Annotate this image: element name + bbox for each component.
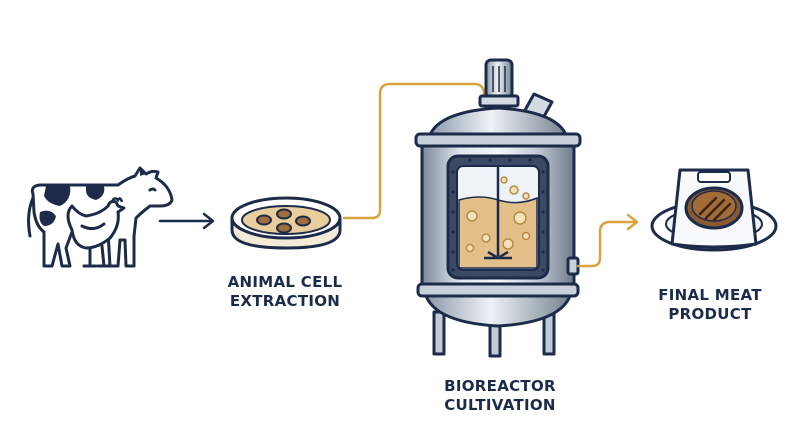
transfer-pipe-in (342, 82, 486, 220)
stage-label-line: CULTIVATION (444, 396, 556, 414)
arrow-to-extraction (158, 212, 215, 230)
cow-spots (39, 168, 146, 226)
stage-label-line: ANIMAL CELL (227, 273, 343, 291)
bioreactor-rivets (451, 158, 545, 272)
stage-label-bioreactor: BIOREACTOR CULTIVATION (405, 377, 595, 415)
chicken-comb (110, 197, 124, 203)
stage-label-extraction: ANIMAL CELL EXTRACTION (205, 273, 365, 311)
stage-label-line: FINAL MEAT (658, 286, 762, 304)
transfer-arrow-out (576, 213, 639, 268)
petri-dish-icon (230, 196, 342, 250)
stage-label-line: EXTRACTION (229, 292, 341, 310)
stage-label-line: PRODUCT (668, 305, 752, 323)
cow-icon (27, 166, 174, 268)
stage-label-line: BIOREACTOR (444, 377, 556, 395)
packaged-meat-icon (650, 168, 778, 252)
patty-grill-marks (698, 196, 732, 222)
chicken-icon (66, 200, 126, 268)
impeller-shaft (484, 166, 512, 260)
stage-label-product: FINAL MEAT PRODUCT (630, 286, 790, 324)
